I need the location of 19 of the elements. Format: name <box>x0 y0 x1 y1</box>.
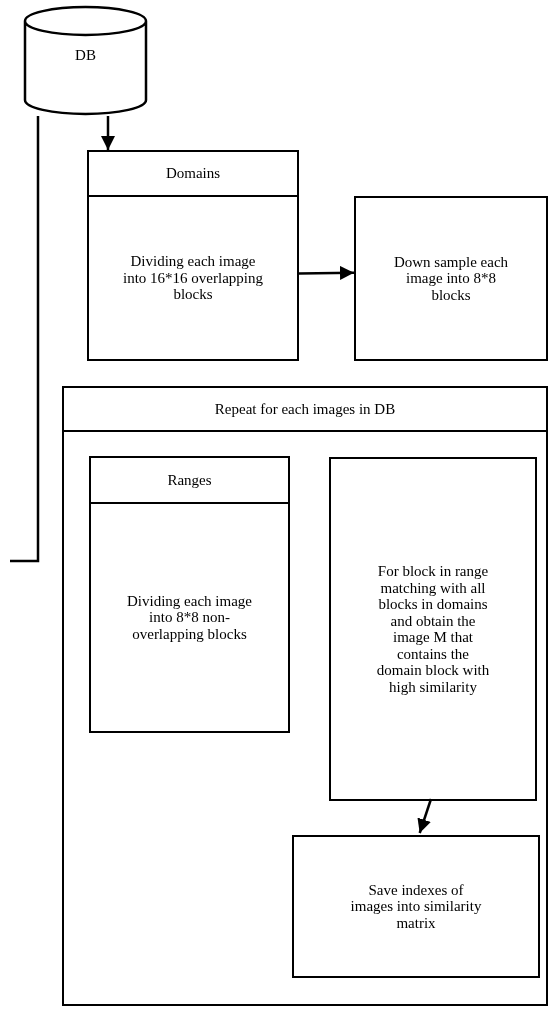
process-box <box>87 150 299 361</box>
connector-line <box>10 116 40 563</box>
process-label: Down sample each image into 8*8 blocks <box>393 253 509 304</box>
process-box <box>89 456 290 733</box>
section-heading: Repeat for each images in DB <box>214 400 396 417</box>
database-label: DB <box>74 47 97 64</box>
process-label: For block in range matching with all blocks in domains and obtain the image M that contains the domain block with high similarity <box>375 563 491 695</box>
process-box <box>329 457 537 801</box>
loop-container <box>62 386 548 1006</box>
section-heading: Ranges <box>167 471 212 488</box>
arrow <box>299 265 354 280</box>
process-box <box>292 835 540 978</box>
database-cylinder <box>23 5 148 116</box>
process-label: Dividing each image into 16*16 overlapping blocks <box>123 253 263 303</box>
process-label: Dividing each image into 8*8 non-overlapping blocks <box>126 592 253 643</box>
process-label: Save indexes of images into similarity matrix <box>349 881 483 932</box>
section-heading: Domains <box>165 165 221 182</box>
arrow <box>101 116 115 150</box>
process-box <box>354 196 548 361</box>
